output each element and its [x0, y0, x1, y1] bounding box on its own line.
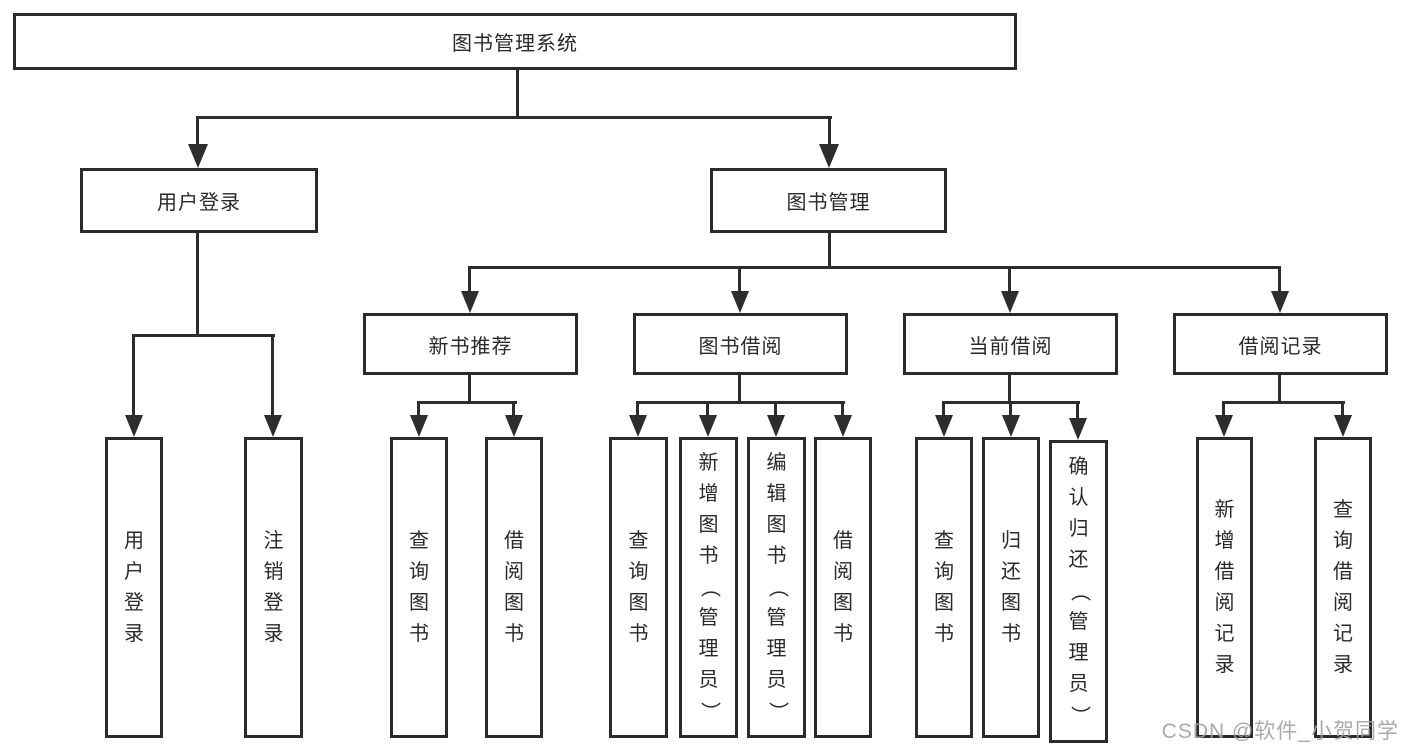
connector-line: [516, 70, 519, 119]
arrowhead-down-icon: [125, 415, 143, 437]
arrowhead-down-icon: [264, 415, 282, 437]
arrowhead-down-icon: [1069, 418, 1087, 440]
leaf-add-borrow-record-label: 新增借阅记录: [1214, 498, 1235, 676]
node-book-borrow: 图书借阅: [633, 313, 848, 375]
leaf-query-books-1: 查询图书: [390, 437, 448, 738]
node-book-management: 图书管理: [710, 168, 947, 233]
connector-line: [1008, 266, 1011, 294]
connector-line: [738, 375, 741, 404]
leaf-query-borrow-record: 查询借阅记录: [1314, 437, 1372, 738]
connector-line: [738, 266, 741, 294]
arrowhead-down-icon: [1002, 415, 1020, 437]
leaf-query-books-1-label: 查询图书: [409, 529, 429, 645]
connector-line: [841, 401, 844, 418]
leaf-add-borrow-record: 新增借阅记录: [1196, 437, 1253, 738]
connector-line: [1222, 401, 1225, 418]
node-root-label: 图书管理系统: [452, 33, 578, 55]
connector-line: [1278, 375, 1281, 404]
connector-line: [1341, 401, 1344, 418]
leaf-query-borrow-record-label: 查询借阅记录: [1333, 498, 1353, 676]
leaf-confirm-return-admin: 确认归还（管理员）: [1049, 440, 1108, 743]
connector-line: [512, 401, 515, 418]
leaf-user-login: 用户登录: [105, 437, 163, 738]
connector-line: [196, 233, 199, 337]
arrowhead-down-icon: [819, 144, 839, 168]
connector-line: [1008, 375, 1011, 404]
arrowhead-down-icon: [629, 415, 647, 437]
connector-line: [828, 233, 831, 268]
leaf-borrow-books-2-label: 借阅图书: [833, 529, 853, 645]
leaf-query-books-2-label: 查询图书: [628, 529, 649, 645]
leaf-confirm-return-admin-label: 确认归还（管理员）: [1068, 456, 1090, 726]
leaf-return-books-label: 归还图书: [1001, 529, 1021, 645]
connector-line: [271, 334, 274, 418]
node-current-borrow-label: 当前借阅: [968, 335, 1053, 358]
arrowhead-down-icon: [935, 415, 953, 437]
arrowhead-down-icon: [188, 144, 208, 168]
arrowhead-down-icon: [731, 291, 749, 313]
leaf-query-books-3-label: 查询图书: [934, 529, 954, 645]
arrowhead-down-icon: [461, 291, 479, 313]
node-root: 图书管理系统: [13, 13, 1017, 70]
arrowhead-down-icon: [1001, 291, 1019, 313]
leaf-logout-label: 注销登录: [263, 529, 284, 645]
connector-line: [468, 266, 471, 294]
leaf-borrow-books-2: 借阅图书: [814, 437, 872, 738]
arrowhead-down-icon: [699, 415, 717, 437]
leaf-logout: 注销登录: [244, 437, 303, 738]
connector-line: [828, 116, 831, 148]
node-borrow-records: 借阅记录: [1173, 313, 1388, 375]
node-book-borrow-label: 图书借阅: [698, 335, 783, 358]
leaf-add-book-admin: 新增图书（管理员）: [679, 437, 738, 738]
connector-line: [1009, 401, 1012, 418]
connector-line: [942, 401, 945, 418]
leaf-edit-book-admin-label: 编辑图书（管理员）: [766, 452, 788, 722]
connector-line: [1076, 401, 1079, 418]
connector-line: [196, 116, 832, 119]
arrowhead-down-icon: [1271, 291, 1289, 313]
node-user-login-label: 用户登录: [157, 192, 241, 214]
leaf-query-books-3: 查询图书: [915, 437, 973, 738]
connector-line: [774, 401, 777, 418]
node-current-borrow: 当前借阅: [903, 313, 1118, 375]
connector-line: [1222, 401, 1345, 404]
connector-line: [468, 375, 471, 404]
leaf-borrow-books-1: 借阅图书: [485, 437, 543, 738]
leaf-borrow-books-1-label: 借阅图书: [504, 529, 524, 645]
connector-line: [132, 334, 275, 337]
connector-line: [1278, 266, 1281, 294]
arrowhead-down-icon: [410, 415, 428, 437]
leaf-return-books: 归还图书: [982, 437, 1040, 738]
connector-line: [636, 401, 639, 418]
connector-line: [196, 116, 199, 148]
node-book-management-label: 图书管理: [786, 192, 871, 214]
node-new-book-recommend-label: 新书推荐: [428, 335, 513, 358]
connector-line: [468, 266, 1281, 269]
arrowhead-down-icon: [834, 415, 852, 437]
connector-line: [417, 401, 517, 404]
node-borrow-records-label: 借阅记录: [1238, 335, 1323, 358]
arrowhead-down-icon: [1334, 415, 1352, 437]
node-user-login: 用户登录: [80, 168, 318, 233]
leaf-query-books-2: 查询图书: [609, 437, 668, 738]
connector-line: [132, 334, 135, 418]
leaf-add-book-admin-label: 新增图书（管理员）: [698, 452, 720, 722]
leaf-user-login-label: 用户登录: [124, 529, 144, 645]
arrowhead-down-icon: [767, 415, 785, 437]
connector-line: [636, 401, 845, 404]
connector-line: [706, 401, 709, 418]
leaf-edit-book-admin: 编辑图书（管理员）: [747, 437, 806, 738]
node-new-book-recommend: 新书推荐: [363, 313, 578, 375]
arrowhead-down-icon: [1215, 415, 1233, 437]
arrowhead-down-icon: [505, 415, 523, 437]
connector-line: [417, 401, 420, 418]
